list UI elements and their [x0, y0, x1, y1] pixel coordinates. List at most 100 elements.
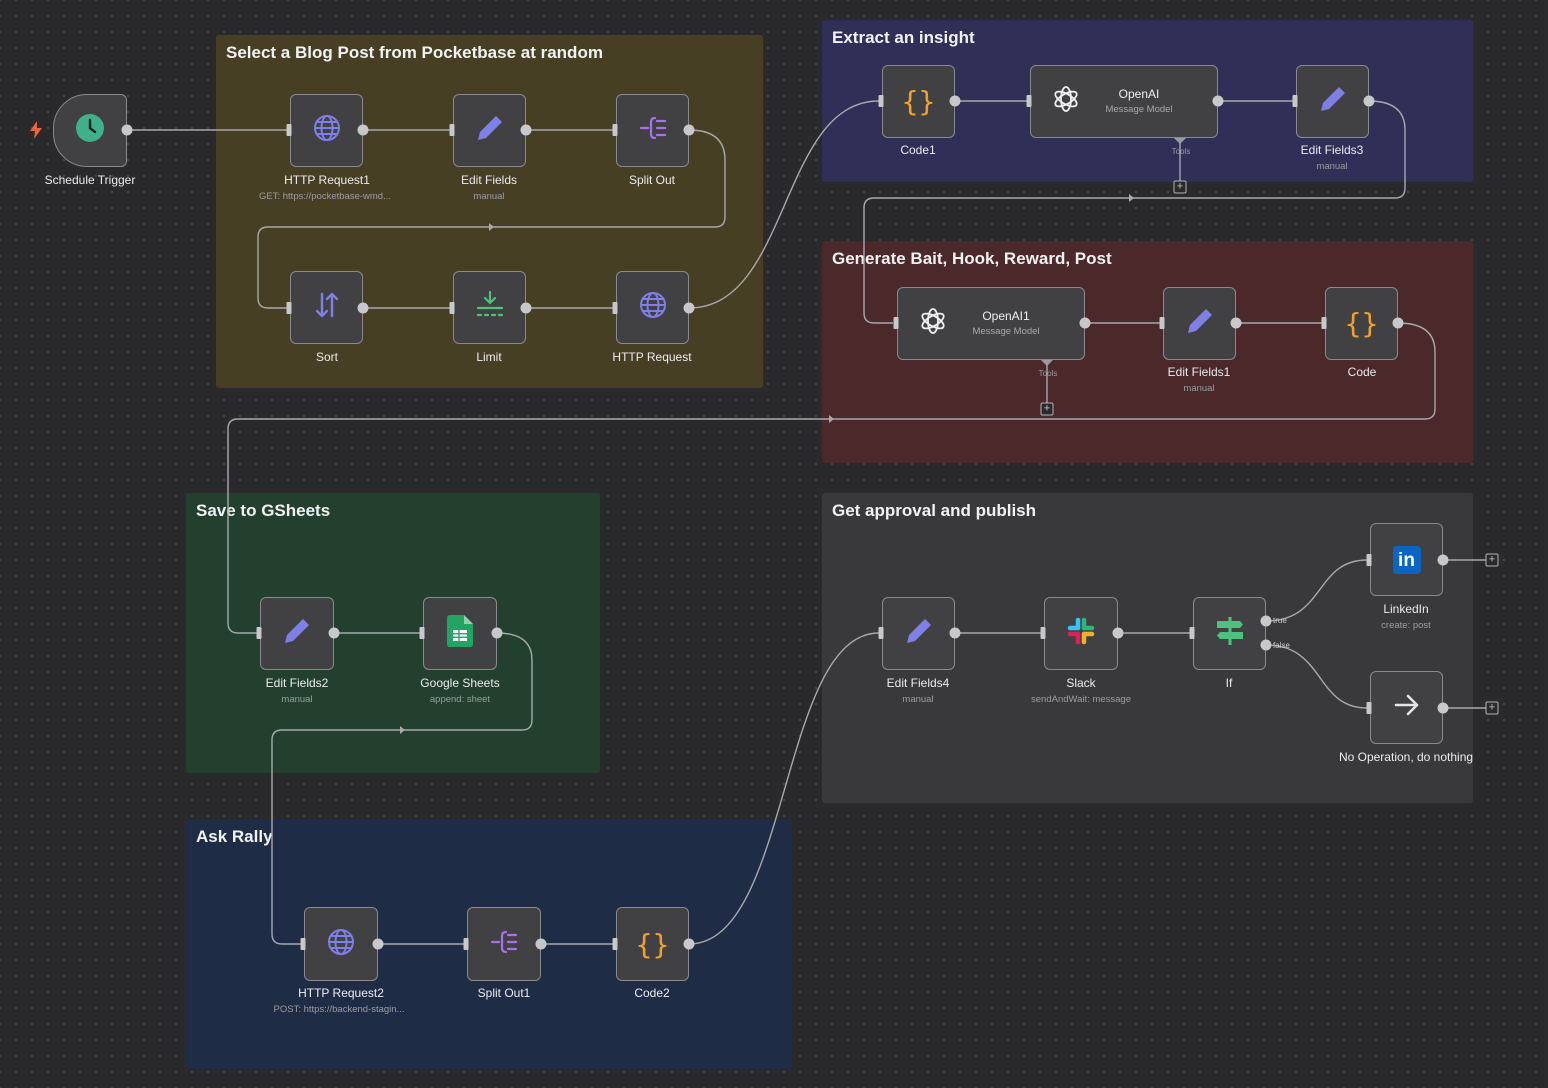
- node-edit-fields2[interactable]: [260, 597, 334, 670]
- group-title: Save to GSheets: [196, 501, 331, 520]
- node-slack[interactable]: [1044, 597, 1118, 670]
- input-port[interactable]: [1366, 702, 1372, 714]
- node-code2[interactable]: {}: [616, 907, 689, 981]
- add-tool-button[interactable]: +: [1173, 180, 1187, 194]
- output-port[interactable]: [683, 302, 695, 314]
- globe-icon: [326, 927, 356, 962]
- input-port[interactable]: [1040, 627, 1046, 639]
- output-port[interactable]: [683, 124, 695, 136]
- pencil-icon: [1183, 304, 1217, 343]
- add-node-button[interactable]: +: [1485, 553, 1499, 567]
- input-port[interactable]: [878, 95, 884, 107]
- openai-icon: [918, 306, 948, 341]
- node-http-request2[interactable]: [304, 907, 378, 981]
- node-split-out1[interactable]: [467, 907, 541, 981]
- trigger-bolt-icon: [30, 121, 42, 139]
- node-openai1[interactable]: OpenAI1 Message Model: [897, 287, 1085, 360]
- limit-icon: [474, 289, 506, 326]
- input-port[interactable]: [1292, 95, 1298, 107]
- edge-arrow: [400, 726, 405, 734]
- output-port[interactable]: [949, 627, 961, 639]
- output-port[interactable]: [520, 124, 532, 136]
- braces-icon: {}: [635, 927, 670, 961]
- tools-label: Tools: [1038, 369, 1058, 378]
- node-schedule-trigger[interactable]: [53, 94, 127, 167]
- node-google-sheets[interactable]: [423, 597, 497, 670]
- add-tool-button[interactable]: +: [1040, 402, 1054, 416]
- node-edit-fields1[interactable]: [1163, 287, 1236, 360]
- node-label: Code1: [900, 143, 936, 157]
- output-port[interactable]: [328, 627, 340, 639]
- input-port[interactable]: [449, 124, 455, 136]
- input-port[interactable]: [612, 302, 618, 314]
- input-port[interactable]: [286, 302, 292, 314]
- output-port[interactable]: [1392, 317, 1404, 329]
- input-port[interactable]: [612, 938, 618, 950]
- node-if[interactable]: [1193, 597, 1266, 670]
- input-port[interactable]: [1189, 627, 1195, 639]
- braces-icon: {}: [1344, 307, 1379, 340]
- output-port[interactable]: [683, 938, 695, 950]
- input-port[interactable]: [612, 124, 618, 136]
- node-edit-fields[interactable]: [453, 94, 526, 167]
- node-sublabel: manual: [902, 694, 934, 705]
- group-title: Select a Blog Post from Pocketbase at ra…: [226, 43, 603, 62]
- output-port[interactable]: [1079, 317, 1091, 329]
- node-edit-fields3[interactable]: [1296, 65, 1369, 138]
- input-port[interactable]: [256, 627, 262, 639]
- node-limit[interactable]: [453, 271, 526, 344]
- output-port[interactable]: [357, 302, 369, 314]
- output-port[interactable]: [520, 302, 532, 314]
- output-port[interactable]: [491, 627, 503, 639]
- node-label: HTTP Request1: [284, 173, 370, 187]
- node-sublabel: manual: [473, 191, 505, 202]
- output-port[interactable]: [1260, 639, 1272, 651]
- input-port[interactable]: [286, 124, 292, 136]
- output-port[interactable]: [1437, 554, 1449, 566]
- node-no-operation[interactable]: [1370, 671, 1443, 744]
- input-port[interactable]: [1366, 554, 1372, 566]
- input-port[interactable]: [1026, 95, 1032, 107]
- output-port[interactable]: [1230, 317, 1242, 329]
- node-linkedin[interactable]: in: [1370, 523, 1443, 596]
- node-label: Split Out1: [477, 986, 531, 1000]
- output-port[interactable]: [1212, 95, 1224, 107]
- output-port[interactable]: [1437, 702, 1449, 714]
- pencil-icon: [473, 111, 507, 150]
- input-port[interactable]: [449, 302, 455, 314]
- output-port[interactable]: [535, 938, 547, 950]
- input-port[interactable]: [463, 938, 469, 950]
- node-http-request1[interactable]: [290, 94, 363, 167]
- linkedin-icon: in: [1392, 545, 1421, 574]
- node-label: Sort: [315, 350, 339, 364]
- output-port[interactable]: [1260, 615, 1272, 627]
- braces-icon: {}: [901, 85, 936, 118]
- input-port[interactable]: [878, 627, 884, 639]
- input-port[interactable]: [419, 627, 425, 639]
- node-label: Edit Fields: [460, 173, 518, 187]
- add-node-button[interactable]: +: [1485, 701, 1499, 715]
- input-port[interactable]: [1159, 317, 1165, 329]
- sort-icon: [312, 290, 342, 325]
- output-port[interactable]: [372, 938, 384, 950]
- output-port[interactable]: [1363, 95, 1375, 107]
- node-openai[interactable]: OpenAI Message Model: [1030, 65, 1218, 138]
- arrow-right-icon: [1392, 690, 1422, 725]
- node-code[interactable]: {}: [1325, 287, 1398, 360]
- node-code1[interactable]: {}: [882, 65, 955, 138]
- globe-icon: [638, 290, 668, 325]
- output-port[interactable]: [1112, 627, 1124, 639]
- input-port[interactable]: [1321, 317, 1327, 329]
- output-port[interactable]: [357, 124, 369, 136]
- input-port[interactable]: [893, 317, 899, 329]
- output-port[interactable]: [121, 124, 133, 136]
- openai-icon: [1051, 84, 1081, 119]
- node-edit-fields4[interactable]: [882, 597, 955, 670]
- node-sort[interactable]: [290, 271, 363, 344]
- input-port[interactable]: [300, 938, 306, 950]
- output-port[interactable]: [949, 95, 961, 107]
- node-http-request[interactable]: [616, 271, 689, 344]
- node-label: Code2: [634, 986, 670, 1000]
- node-split-out[interactable]: [616, 94, 689, 167]
- node-label: No Operation, do nothing: [1338, 750, 1474, 764]
